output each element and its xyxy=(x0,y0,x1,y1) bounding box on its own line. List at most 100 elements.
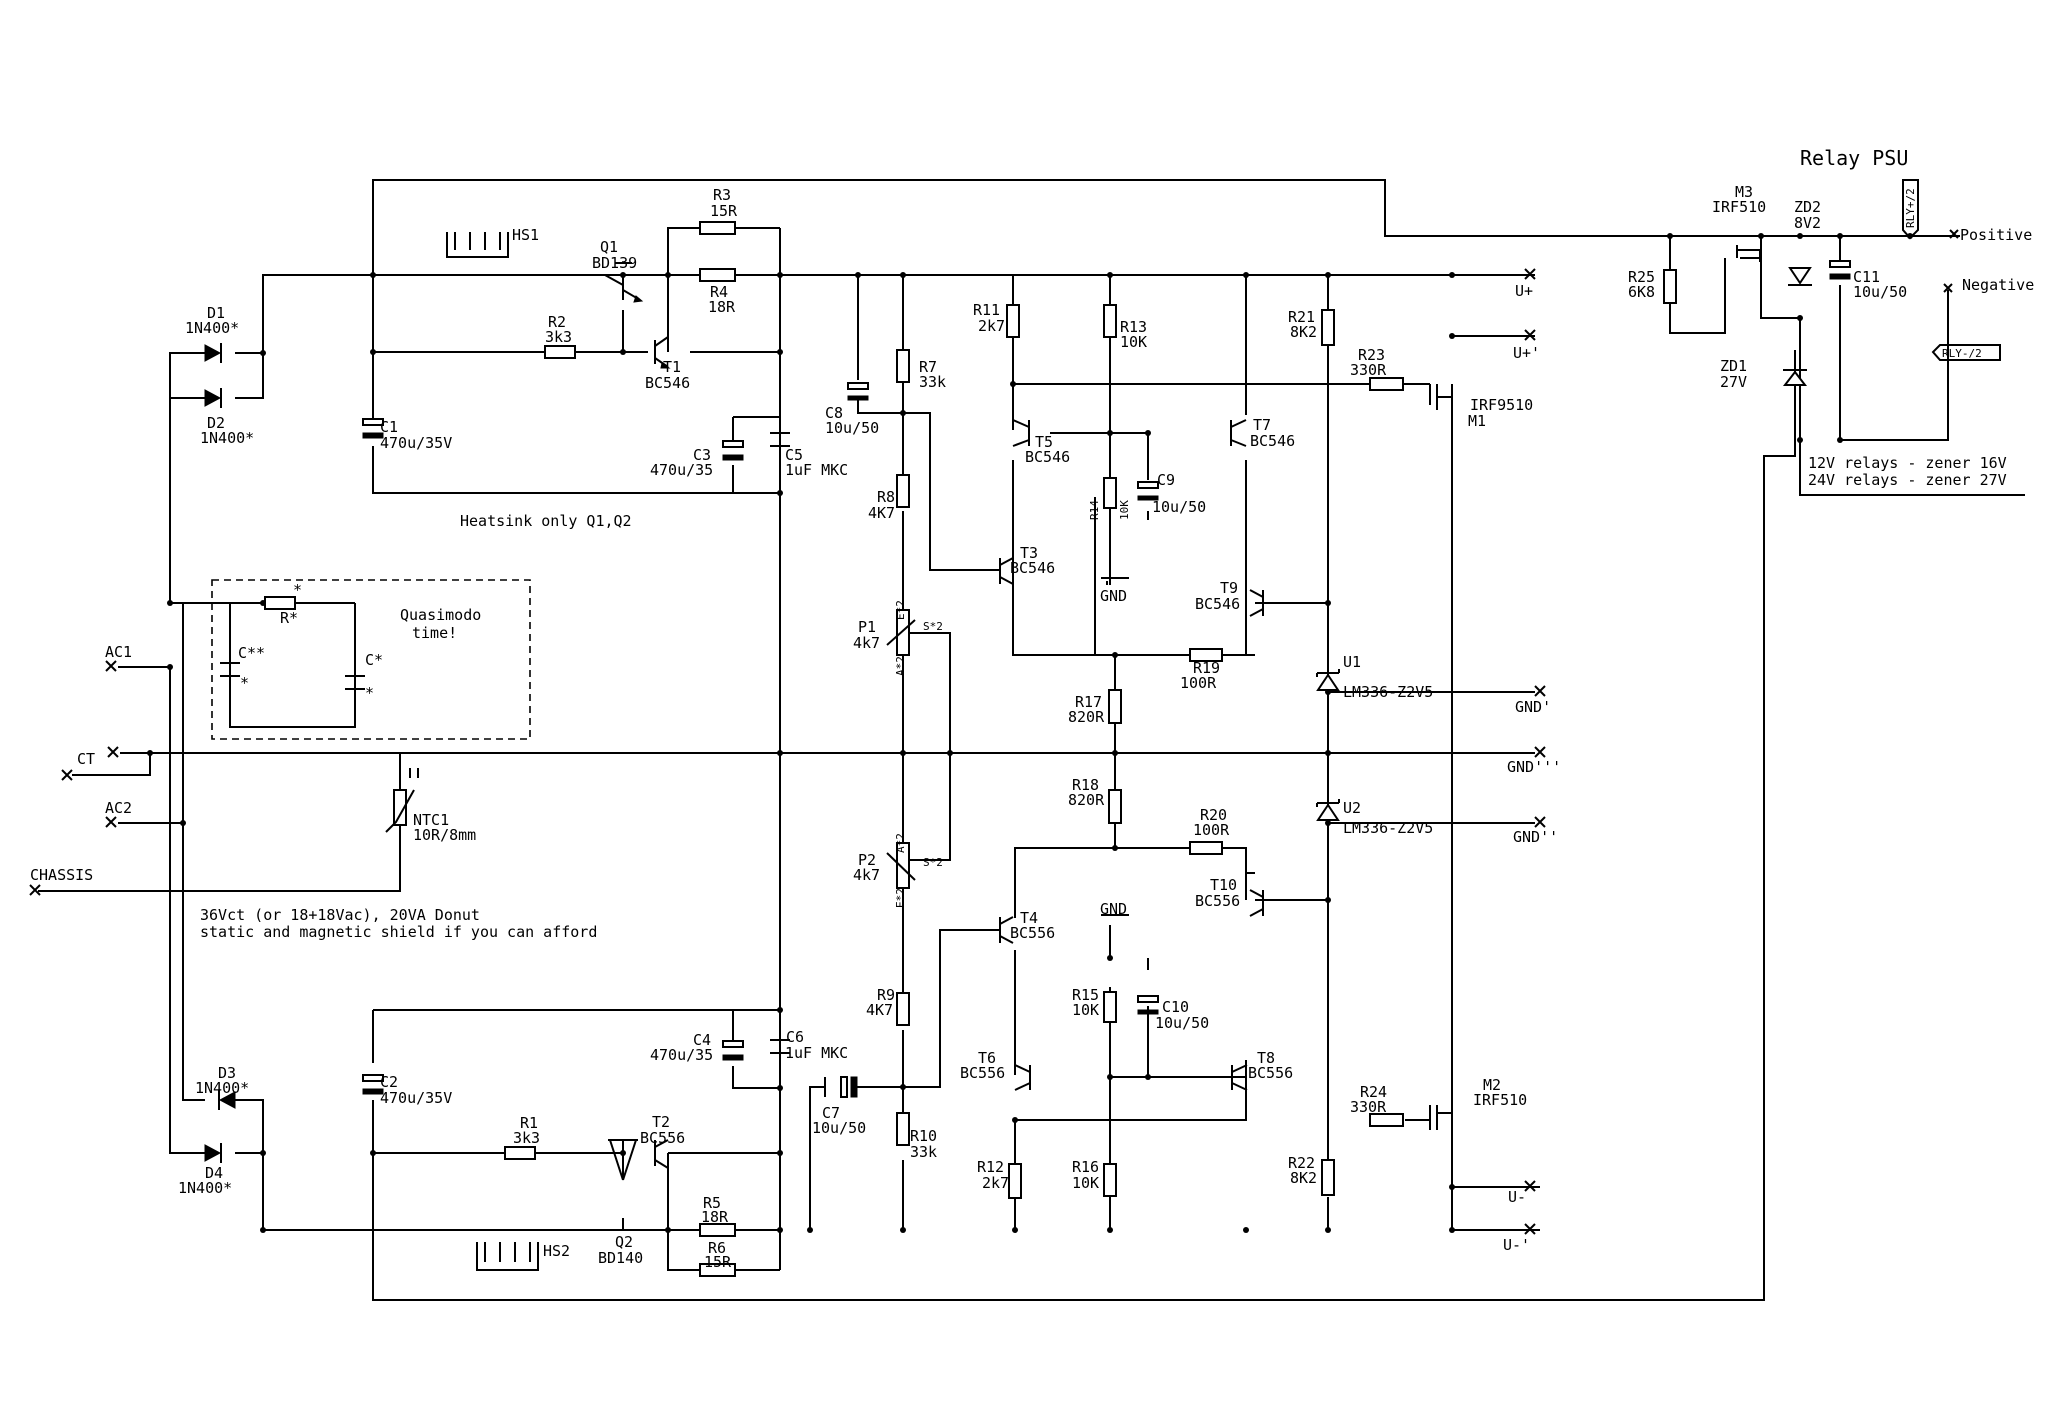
label-r2: R2 xyxy=(548,313,566,331)
label-m3: M3 xyxy=(1735,183,1753,201)
capacitor-cxx xyxy=(220,662,240,677)
capacitor-c6 xyxy=(770,1039,790,1054)
note-transformer-2: static and magnetic shield if you can af… xyxy=(200,923,597,941)
capacitor-c2 xyxy=(362,1074,384,1095)
label-cx: C* xyxy=(365,651,383,669)
value-t5: BC546 xyxy=(1025,448,1070,466)
resistor-r25 xyxy=(1663,269,1677,304)
value-c7: 10u/50 xyxy=(812,1119,866,1137)
label-c7: C7 xyxy=(822,1104,840,1122)
value-r5: 18R xyxy=(701,1208,729,1226)
port-ct: CT xyxy=(77,750,95,768)
value-p1: 4k7 xyxy=(853,634,880,652)
label-c1: C1 xyxy=(380,418,398,436)
label-u1: U1 xyxy=(1343,653,1361,671)
resistor-r10 xyxy=(896,1112,910,1146)
value-r24: 330R xyxy=(1350,1098,1387,1116)
label-c5: C5 xyxy=(785,446,803,464)
value-r10: 33k xyxy=(910,1143,937,1161)
label-r11: R11 xyxy=(973,301,1000,319)
label-c2: C2 xyxy=(380,1073,398,1091)
note-quasimodo-2: time! xyxy=(412,624,457,642)
resistor-r16 xyxy=(1103,1163,1117,1197)
value-r8: 4K7 xyxy=(868,504,895,522)
pin-p2-s: S*2 xyxy=(923,856,943,869)
label-ntc1: NTC1 xyxy=(413,811,449,829)
resistor-r21 xyxy=(1321,309,1335,346)
port-negative: Negative xyxy=(1962,276,2034,294)
note-relay-24v: 24V relays - zener 27V xyxy=(1808,471,2007,489)
transistor-q2 xyxy=(608,1139,638,1181)
resistor-r19 xyxy=(1189,648,1223,662)
value-cxx: * xyxy=(240,674,249,692)
port-positive: Positive xyxy=(1960,226,2032,244)
value-r23: 330R xyxy=(1350,361,1387,379)
port-u-minus: U- xyxy=(1508,1188,1526,1206)
resistor-r8 xyxy=(896,474,910,508)
port-ac1: AC1 xyxy=(105,643,132,661)
pin-p2-e: E*2 xyxy=(894,888,907,908)
value-cx: * xyxy=(365,684,374,702)
resistor-rx xyxy=(264,596,296,610)
value-c9: 10u/50 xyxy=(1152,498,1206,516)
capacitor-c9 xyxy=(1137,481,1159,501)
quasimodo-box xyxy=(211,579,531,740)
transistor-t6 xyxy=(1014,1064,1031,1091)
value-r1: 3k3 xyxy=(513,1129,540,1147)
label-r5: R5 xyxy=(703,1194,721,1212)
value-t7: BC546 xyxy=(1250,432,1295,450)
label-r8: R8 xyxy=(877,488,895,506)
label-q2: Q2 xyxy=(615,1233,633,1251)
potentiometer-p2 xyxy=(886,842,920,889)
value-r14: 10K xyxy=(1118,500,1131,520)
label-zd1: ZD1 xyxy=(1720,357,1747,375)
label-p2: P2 xyxy=(858,851,876,869)
value-r22: 8K2 xyxy=(1290,1169,1317,1187)
resistor-r24 xyxy=(1369,1113,1404,1127)
value-c6: 1uF MKC xyxy=(785,1044,848,1062)
transistor-t7 xyxy=(1230,419,1247,447)
transistor-t8 xyxy=(1231,1064,1248,1091)
zener-zd2 xyxy=(1788,267,1812,286)
label-zd2: ZD2 xyxy=(1794,198,1821,216)
transistor-t2 xyxy=(654,1139,669,1169)
value-r4: 18R xyxy=(708,298,736,316)
value-r21: 8K2 xyxy=(1290,323,1317,341)
label-m2: M2 xyxy=(1483,1076,1501,1094)
label-t3: T3 xyxy=(1020,544,1038,562)
value-c2: 470u/35V xyxy=(380,1089,452,1107)
diagram-title: Relay PSU xyxy=(1800,146,1908,170)
capacitor-c5 xyxy=(770,432,790,447)
resistor-r15 xyxy=(1103,991,1117,1023)
pin-p1-e: E*2 xyxy=(894,600,907,620)
resistor-r18 xyxy=(1108,789,1122,824)
value-d2: 1N400* xyxy=(200,429,254,447)
capacitor-c1 xyxy=(362,418,384,439)
label-r4: R4 xyxy=(710,283,728,301)
label-gnd-b: GND xyxy=(1100,900,1127,918)
diode-d4 xyxy=(204,1143,222,1163)
label-c10: C10 xyxy=(1162,998,1189,1016)
label-d4: D4 xyxy=(205,1164,223,1182)
mosfet-m2 xyxy=(1429,1100,1453,1130)
label-hs2: HS2 xyxy=(543,1242,570,1260)
transistor-t5 xyxy=(1012,419,1030,447)
port-gnd3: GND''' xyxy=(1507,758,1561,776)
pin-p2-a: A*2 xyxy=(894,833,907,853)
label-hs1: HS1 xyxy=(512,226,539,244)
port-u-plus2: U+' xyxy=(1513,344,1540,362)
diode-d2 xyxy=(204,388,222,408)
resistor-r2 xyxy=(544,345,576,359)
resistor-r11 xyxy=(1006,304,1020,338)
port-ac2: AC2 xyxy=(105,799,132,817)
label-gnd-a: GND xyxy=(1100,587,1127,605)
value-t2: BC556 xyxy=(640,1129,685,1147)
transistor-t4 xyxy=(999,916,1014,944)
transistor-t9 xyxy=(1249,589,1264,617)
rly-tags xyxy=(1902,179,2001,361)
label-t8: T8 xyxy=(1257,1049,1275,1067)
value-r13: 10K xyxy=(1120,333,1147,351)
value-t8: BC556 xyxy=(1248,1064,1293,1082)
value-d4: 1N400* xyxy=(178,1179,232,1197)
label-r6: R6 xyxy=(708,1239,726,1257)
